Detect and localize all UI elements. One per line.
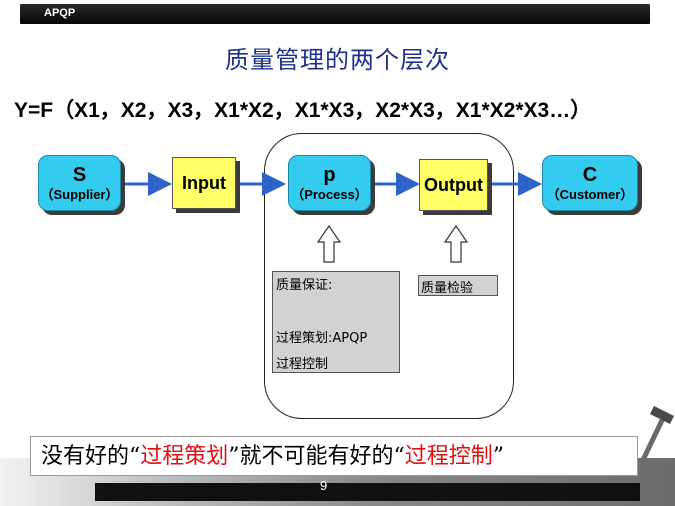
input-label: Input (182, 173, 226, 193)
footer-bar (95, 483, 640, 501)
note-quality-inspection: 质量检验 (421, 281, 474, 296)
output-label: Output (424, 175, 483, 195)
quote-part3: ” (492, 444, 505, 469)
header-bar: APQP (20, 4, 650, 24)
note-process-planning: 过程策划:APQP (276, 331, 368, 346)
header-tag: APQP (44, 7, 76, 19)
supplier-label: S (72, 164, 87, 186)
customer-sublabel: （Customer） (546, 187, 634, 202)
note-quality-assurance: 质量保证: (276, 278, 333, 293)
up-arrow-output-icon (443, 224, 469, 263)
input-node: Input (172, 157, 236, 209)
output-node: Output (419, 159, 488, 211)
conclusion-banner: 没有好的“过程策划”就不可能有好的“过程控制” (30, 436, 638, 476)
quote-part2: ”就不可能有好的“ (228, 444, 405, 469)
quote-process-planning: 过程策划 (140, 444, 229, 469)
process-node: p （Process） (288, 155, 371, 211)
process-label: p (323, 164, 336, 186)
process-note: 质量保证: 过程策划:APQP 过程控制 (272, 271, 400, 373)
process-sublabel: （Process） (291, 187, 368, 202)
page-number: 9 (320, 478, 328, 493)
quote-part1: 没有好的“ (41, 444, 141, 469)
slide-title: 质量管理的两个层次 (225, 46, 450, 74)
quote-process-control: 过程控制 (404, 444, 493, 469)
note-process-control: 过程控制 (276, 357, 329, 372)
supplier-node: S （Supplier） (38, 155, 121, 211)
customer-label: C (582, 164, 598, 186)
customer-node: C （Customer） (542, 155, 638, 211)
supplier-sublabel: （Supplier） (40, 187, 119, 202)
formula: Y=F（X1，X2，X3，X1*X2，X1*X3，X2*X3，X1*X2*X3…… (14, 99, 592, 122)
up-arrow-process-icon (316, 224, 342, 263)
output-note: 质量检验 (418, 275, 498, 296)
hammer-icon (639, 406, 674, 464)
